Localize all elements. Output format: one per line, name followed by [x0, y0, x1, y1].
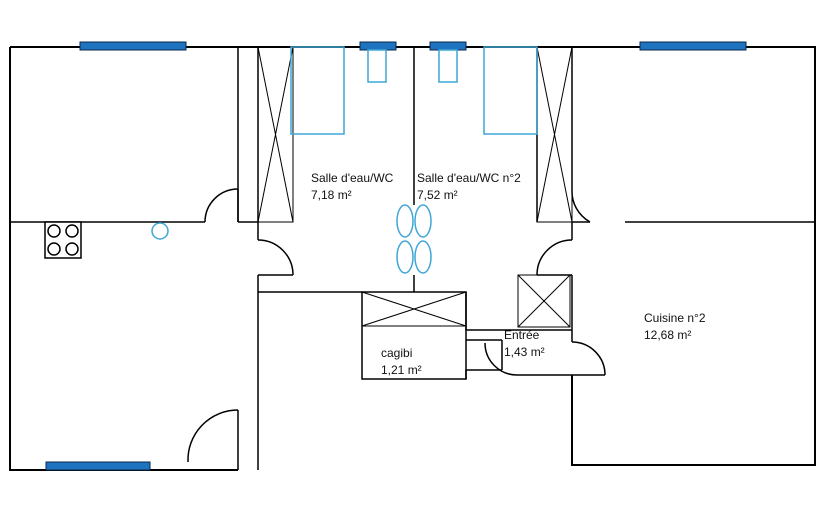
room-name-sde1: Salle d'eau/WC — [311, 171, 394, 185]
window — [45, 461, 151, 471]
room-name-cagibi: cagibi — [381, 346, 413, 360]
window — [639, 41, 747, 51]
toilet-icon — [396, 204, 432, 274]
door-swing — [571, 189, 591, 223]
room-name-cuisine2: Cuisine n°2 — [644, 311, 706, 325]
windows — [45, 41, 747, 471]
room-area-sde2: 7,52 m² — [417, 188, 458, 202]
window — [79, 41, 187, 51]
washbasin-icon — [367, 49, 458, 83]
door-swing — [187, 409, 239, 463]
window — [359, 41, 397, 51]
cooktop-icon — [44, 221, 82, 259]
sink-icon — [151, 222, 169, 240]
window — [429, 41, 467, 51]
room-area-sde1: 7,18 m² — [311, 188, 352, 202]
door-swing — [571, 341, 606, 376]
room-area-cagibi: 1,21 m² — [381, 363, 422, 377]
door-swing — [536, 239, 573, 276]
room-area-cuisine2: 12,68 m² — [644, 328, 692, 342]
shower-tray-icon — [290, 46, 538, 135]
door-swing — [484, 342, 518, 376]
door-swing — [204, 188, 239, 223]
room-name-sde2: Salle d'eau/WC n°2 — [417, 171, 521, 185]
room-area-entree: 1,43 m² — [504, 345, 545, 359]
closet-icon — [257, 46, 573, 328]
room-name-entree: Entrée — [504, 328, 540, 342]
door-swing — [257, 239, 294, 276]
